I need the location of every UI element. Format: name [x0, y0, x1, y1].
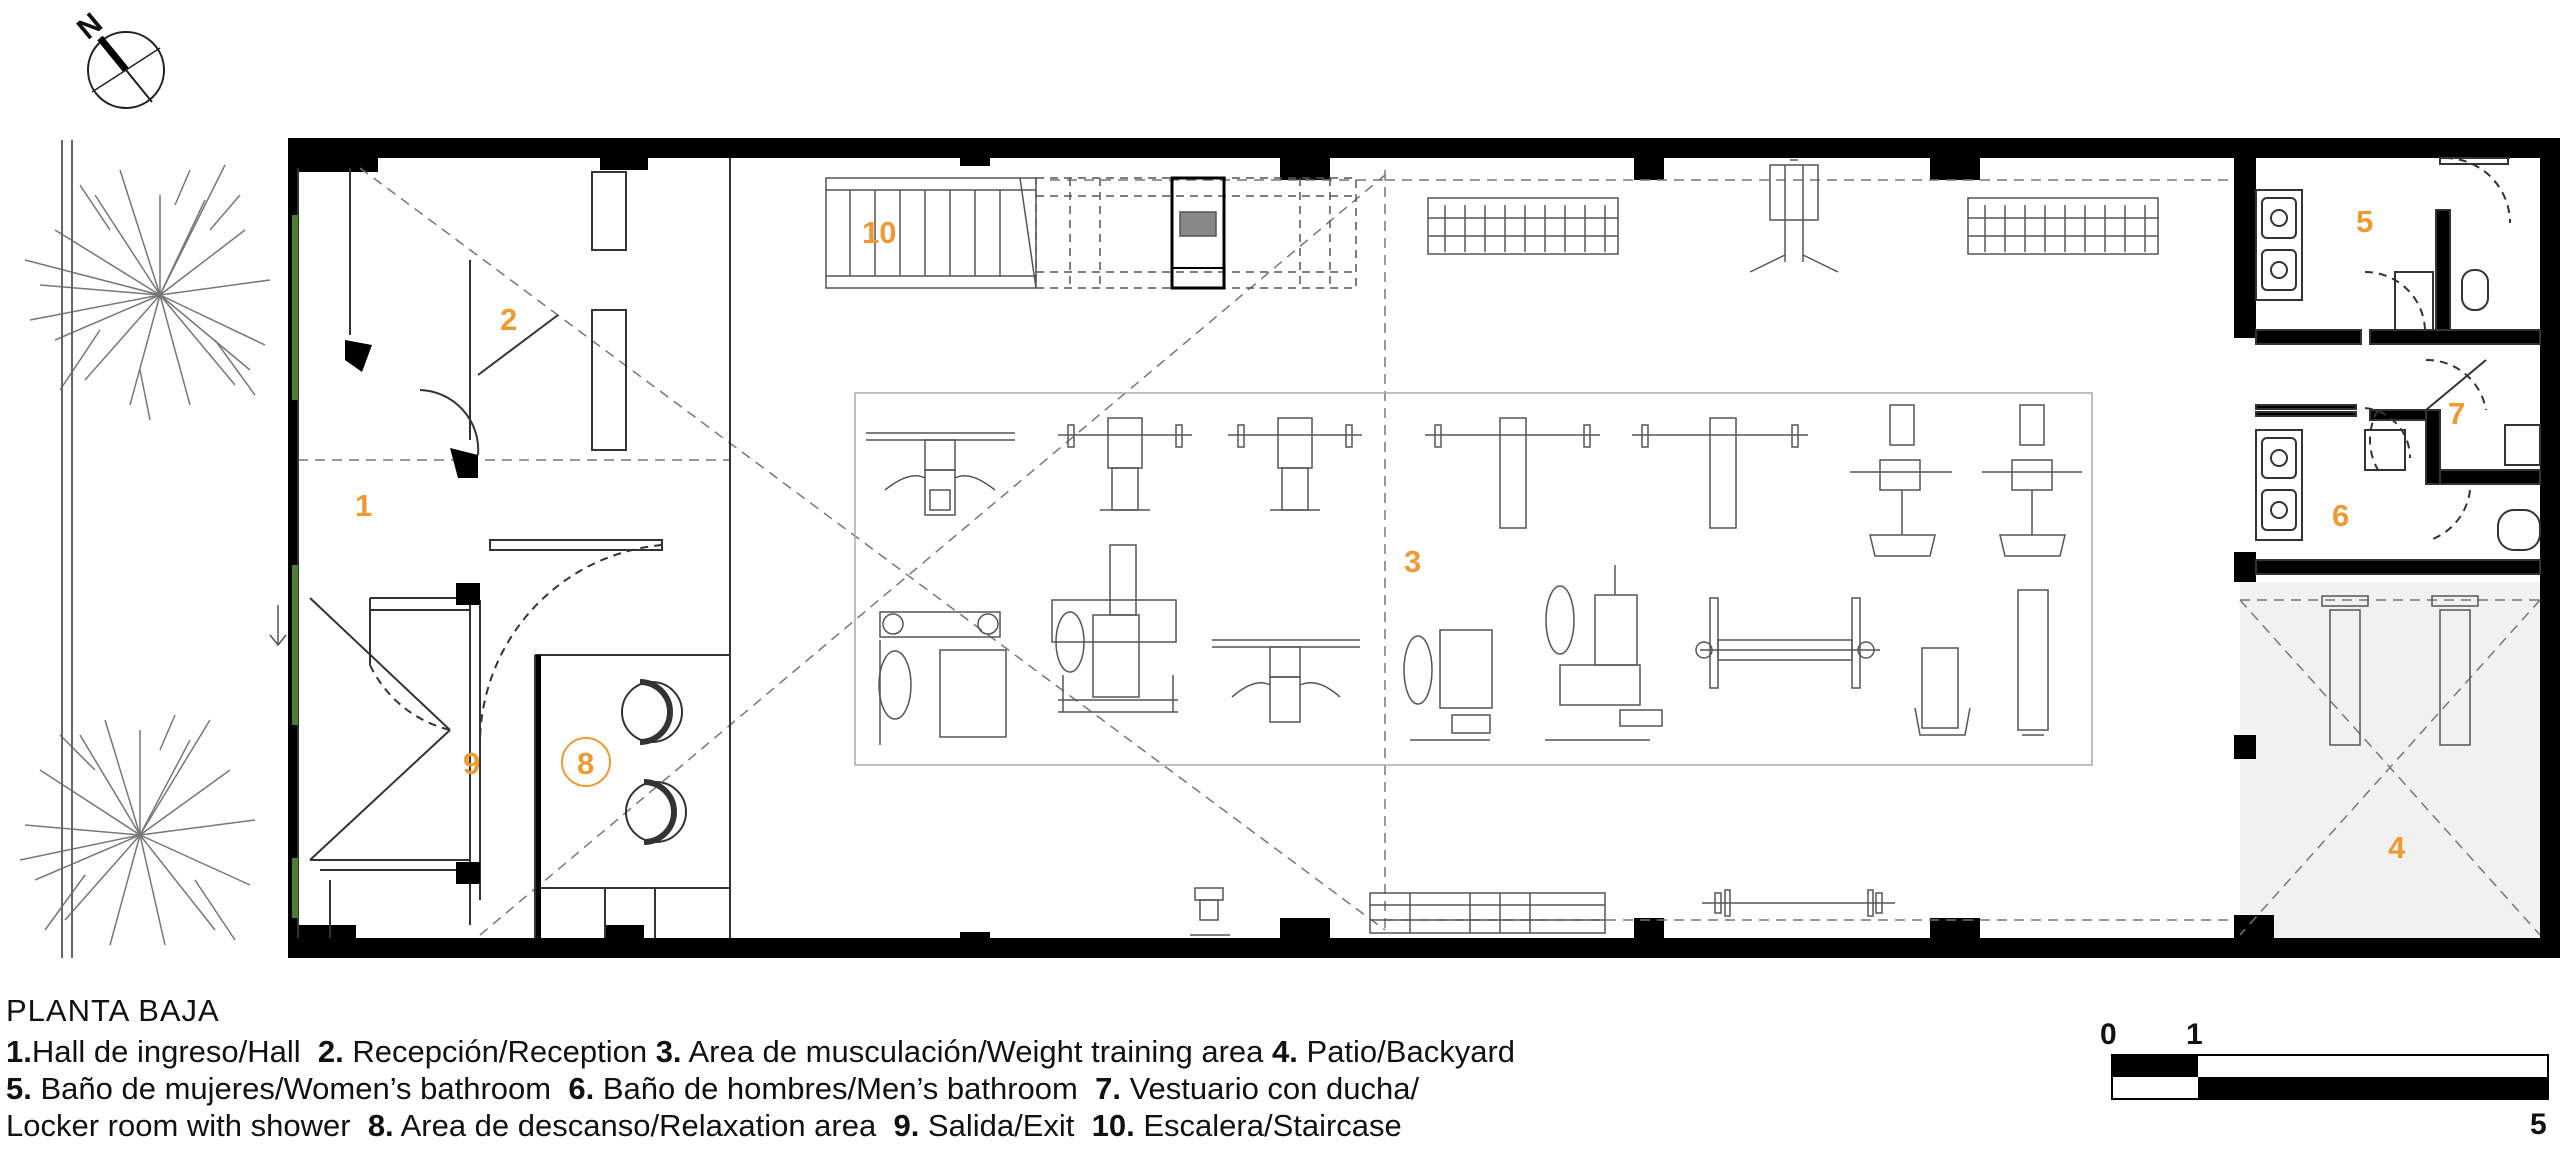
legend-text: Area de descanso/Relaxation area — [393, 1108, 877, 1143]
scale-label-0: 0 — [2100, 1018, 2117, 1051]
relaxation-seats — [561, 679, 687, 845]
equipment-row-1 — [866, 404, 2082, 557]
scale-bar: 0 1 5 — [2100, 1018, 2549, 1141]
legend-text: Patio/Backyard — [1297, 1034, 1516, 1069]
hall-walls — [297, 158, 731, 938]
room-label-9: 9 — [463, 746, 480, 781]
room-label-6: 6 — [2332, 498, 2349, 533]
legend-num: 2. — [317, 1034, 344, 1069]
legend-text: Locker room with shower — [6, 1108, 351, 1143]
bathrooms — [2255, 157, 2541, 575]
legend-num: 1. — [6, 1034, 32, 1069]
legend-text: Area de musculación/Weight training area — [681, 1034, 1264, 1069]
glazing — [292, 215, 298, 918]
legend-text: Baño de mujeres/Women’s bathroom — [31, 1071, 552, 1106]
outer-walls — [288, 138, 2560, 958]
room-label-10: 10 — [862, 215, 896, 250]
legend-text: Vestuario con ducha/ — [1120, 1071, 1420, 1106]
tree-top — [24, 164, 271, 421]
hall-pillars — [345, 340, 541, 938]
room-labels: 1 2 3 4 5 6 7 8 9 10 — [355, 204, 2465, 865]
room-label-5: 5 — [2356, 204, 2373, 239]
legend-text: Hall de ingreso/Hall — [31, 1034, 301, 1069]
legend-num: 7. — [1095, 1071, 1121, 1106]
dumbbell-rack-right — [1967, 197, 2159, 255]
scale-label-1: 1 — [2186, 1018, 2203, 1051]
sidewalk — [61, 140, 73, 958]
cable-machine — [1749, 159, 1839, 273]
dumbbell-rack-left — [1427, 197, 1619, 255]
legend-num: 9. — [893, 1108, 920, 1143]
legend-num: 3. — [655, 1034, 682, 1069]
room-label-3: 3 — [1404, 544, 1421, 579]
patio-benches — [2321, 595, 2479, 746]
equipment-bottom — [1190, 887, 1895, 936]
scale-label-5: 5 — [2530, 1108, 2547, 1141]
room-label-2: 2 — [500, 302, 517, 337]
legend-line-3: Locker room with shower 8. Area de desca… — [6, 1107, 1906, 1144]
legend-text: Baño de hombres/Men’s bathroom — [594, 1071, 1078, 1106]
tree-bottom — [19, 714, 256, 946]
room-label-1: 1 — [355, 488, 372, 523]
legend-num: 10. — [1091, 1108, 1135, 1143]
legend-num: 6. — [568, 1071, 595, 1106]
legend-line-2: 5. Baño de mujeres/Women’s bathroom 6. B… — [6, 1070, 1906, 1107]
room-label-4: 4 — [2388, 830, 2406, 865]
north-compass: N — [71, 7, 165, 109]
legend: PLANTA BAJA 1.Hall de ingreso/Hall 2. Re… — [6, 992, 1906, 1144]
exit-arrow-icon — [269, 605, 287, 647]
equipment-row-2 — [878, 544, 2049, 745]
legend-text: Recepción/Reception — [343, 1034, 648, 1069]
legend-title: PLANTA BAJA — [6, 993, 220, 1028]
training-area-outline — [854, 392, 2093, 766]
legend-num: 8. — [367, 1108, 394, 1143]
room-label-8: 8 — [577, 746, 594, 781]
void-diagonals — [298, 167, 2541, 936]
legend-num: 5. — [6, 1071, 32, 1106]
room-label-7: 7 — [2448, 396, 2465, 431]
staircase — [825, 176, 1357, 290]
floor-plan: N — [19, 7, 2560, 958]
legend-line-1: 1.Hall de ingreso/Hall 2. Recepción/Rece… — [6, 1033, 1906, 1070]
legend-text: Salida/Exit — [919, 1108, 1075, 1143]
legend-text: Escalera/Staircase — [1134, 1108, 1402, 1143]
legend-num: 4. — [1272, 1034, 1298, 1069]
